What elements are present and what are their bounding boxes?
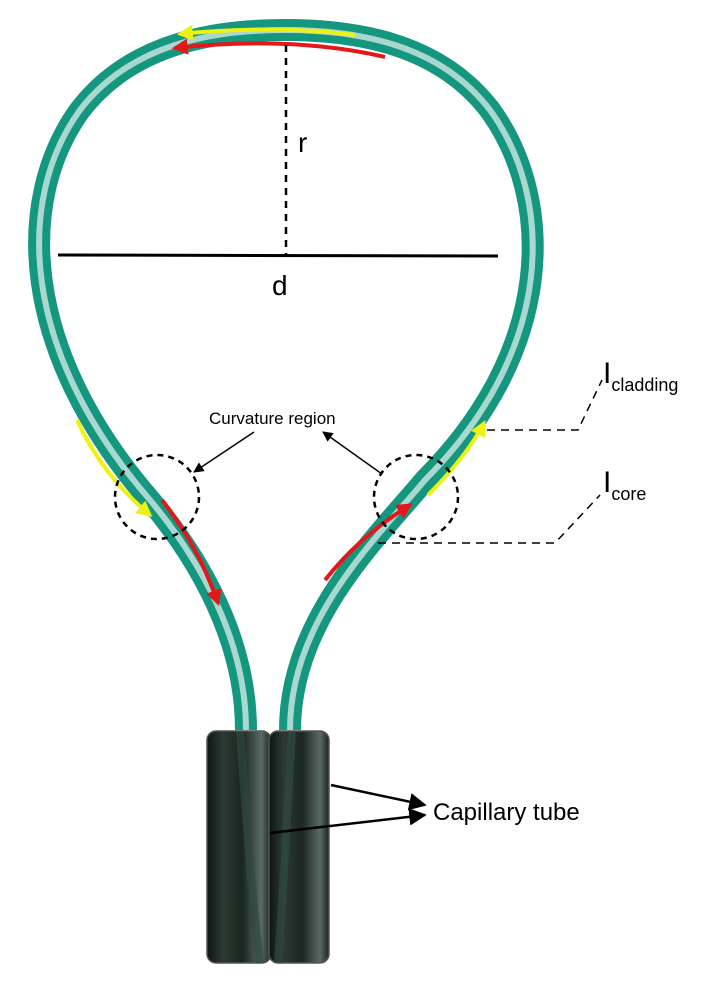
fiber-inside-tube-right: [274, 730, 296, 964]
curvature-pointer-left: [193, 431, 255, 473]
capillary-tube-label: Capillary tube: [433, 799, 580, 826]
diameter-line: [57, 253, 499, 258]
light-arrows: [75, 24, 486, 607]
left-red-arrow: [160, 498, 222, 607]
top-yellow-arrow: [176, 24, 356, 41]
radius-label: r: [298, 127, 307, 158]
left-yellow-arrow: [75, 419, 153, 518]
capillary-tube: Capillary tube: [206, 730, 580, 964]
right-yellow-arrow: [426, 420, 486, 497]
curvature-regions: Curvature region: [113, 409, 460, 541]
optical-fiber: [28, 18, 544, 731]
diameter-label: d: [272, 270, 288, 301]
cladding-leader-line: [487, 379, 603, 431]
fiber-core: [36, 26, 536, 731]
right-curvature-circle: [372, 453, 460, 541]
capillary-pointer-lower: [269, 808, 427, 835]
fiber-inside-tube-left: [236, 730, 264, 964]
core-leader-line: [378, 494, 601, 544]
core-intensity-label: Icore: [603, 466, 646, 504]
right-red-arrow: [323, 503, 413, 582]
top-red-arrow: [171, 38, 386, 59]
cladding-intensity-label: Icladding: [603, 357, 678, 395]
curvature-pointer-right: [322, 431, 383, 475]
left-curvature-circle: [113, 453, 201, 541]
curvature-region-label: Curvature region: [209, 409, 336, 428]
intensity-labels: Icladding Icore: [378, 357, 678, 544]
fiber-cladding: [28, 18, 544, 731]
capillary-pointer-upper: [330, 783, 427, 811]
